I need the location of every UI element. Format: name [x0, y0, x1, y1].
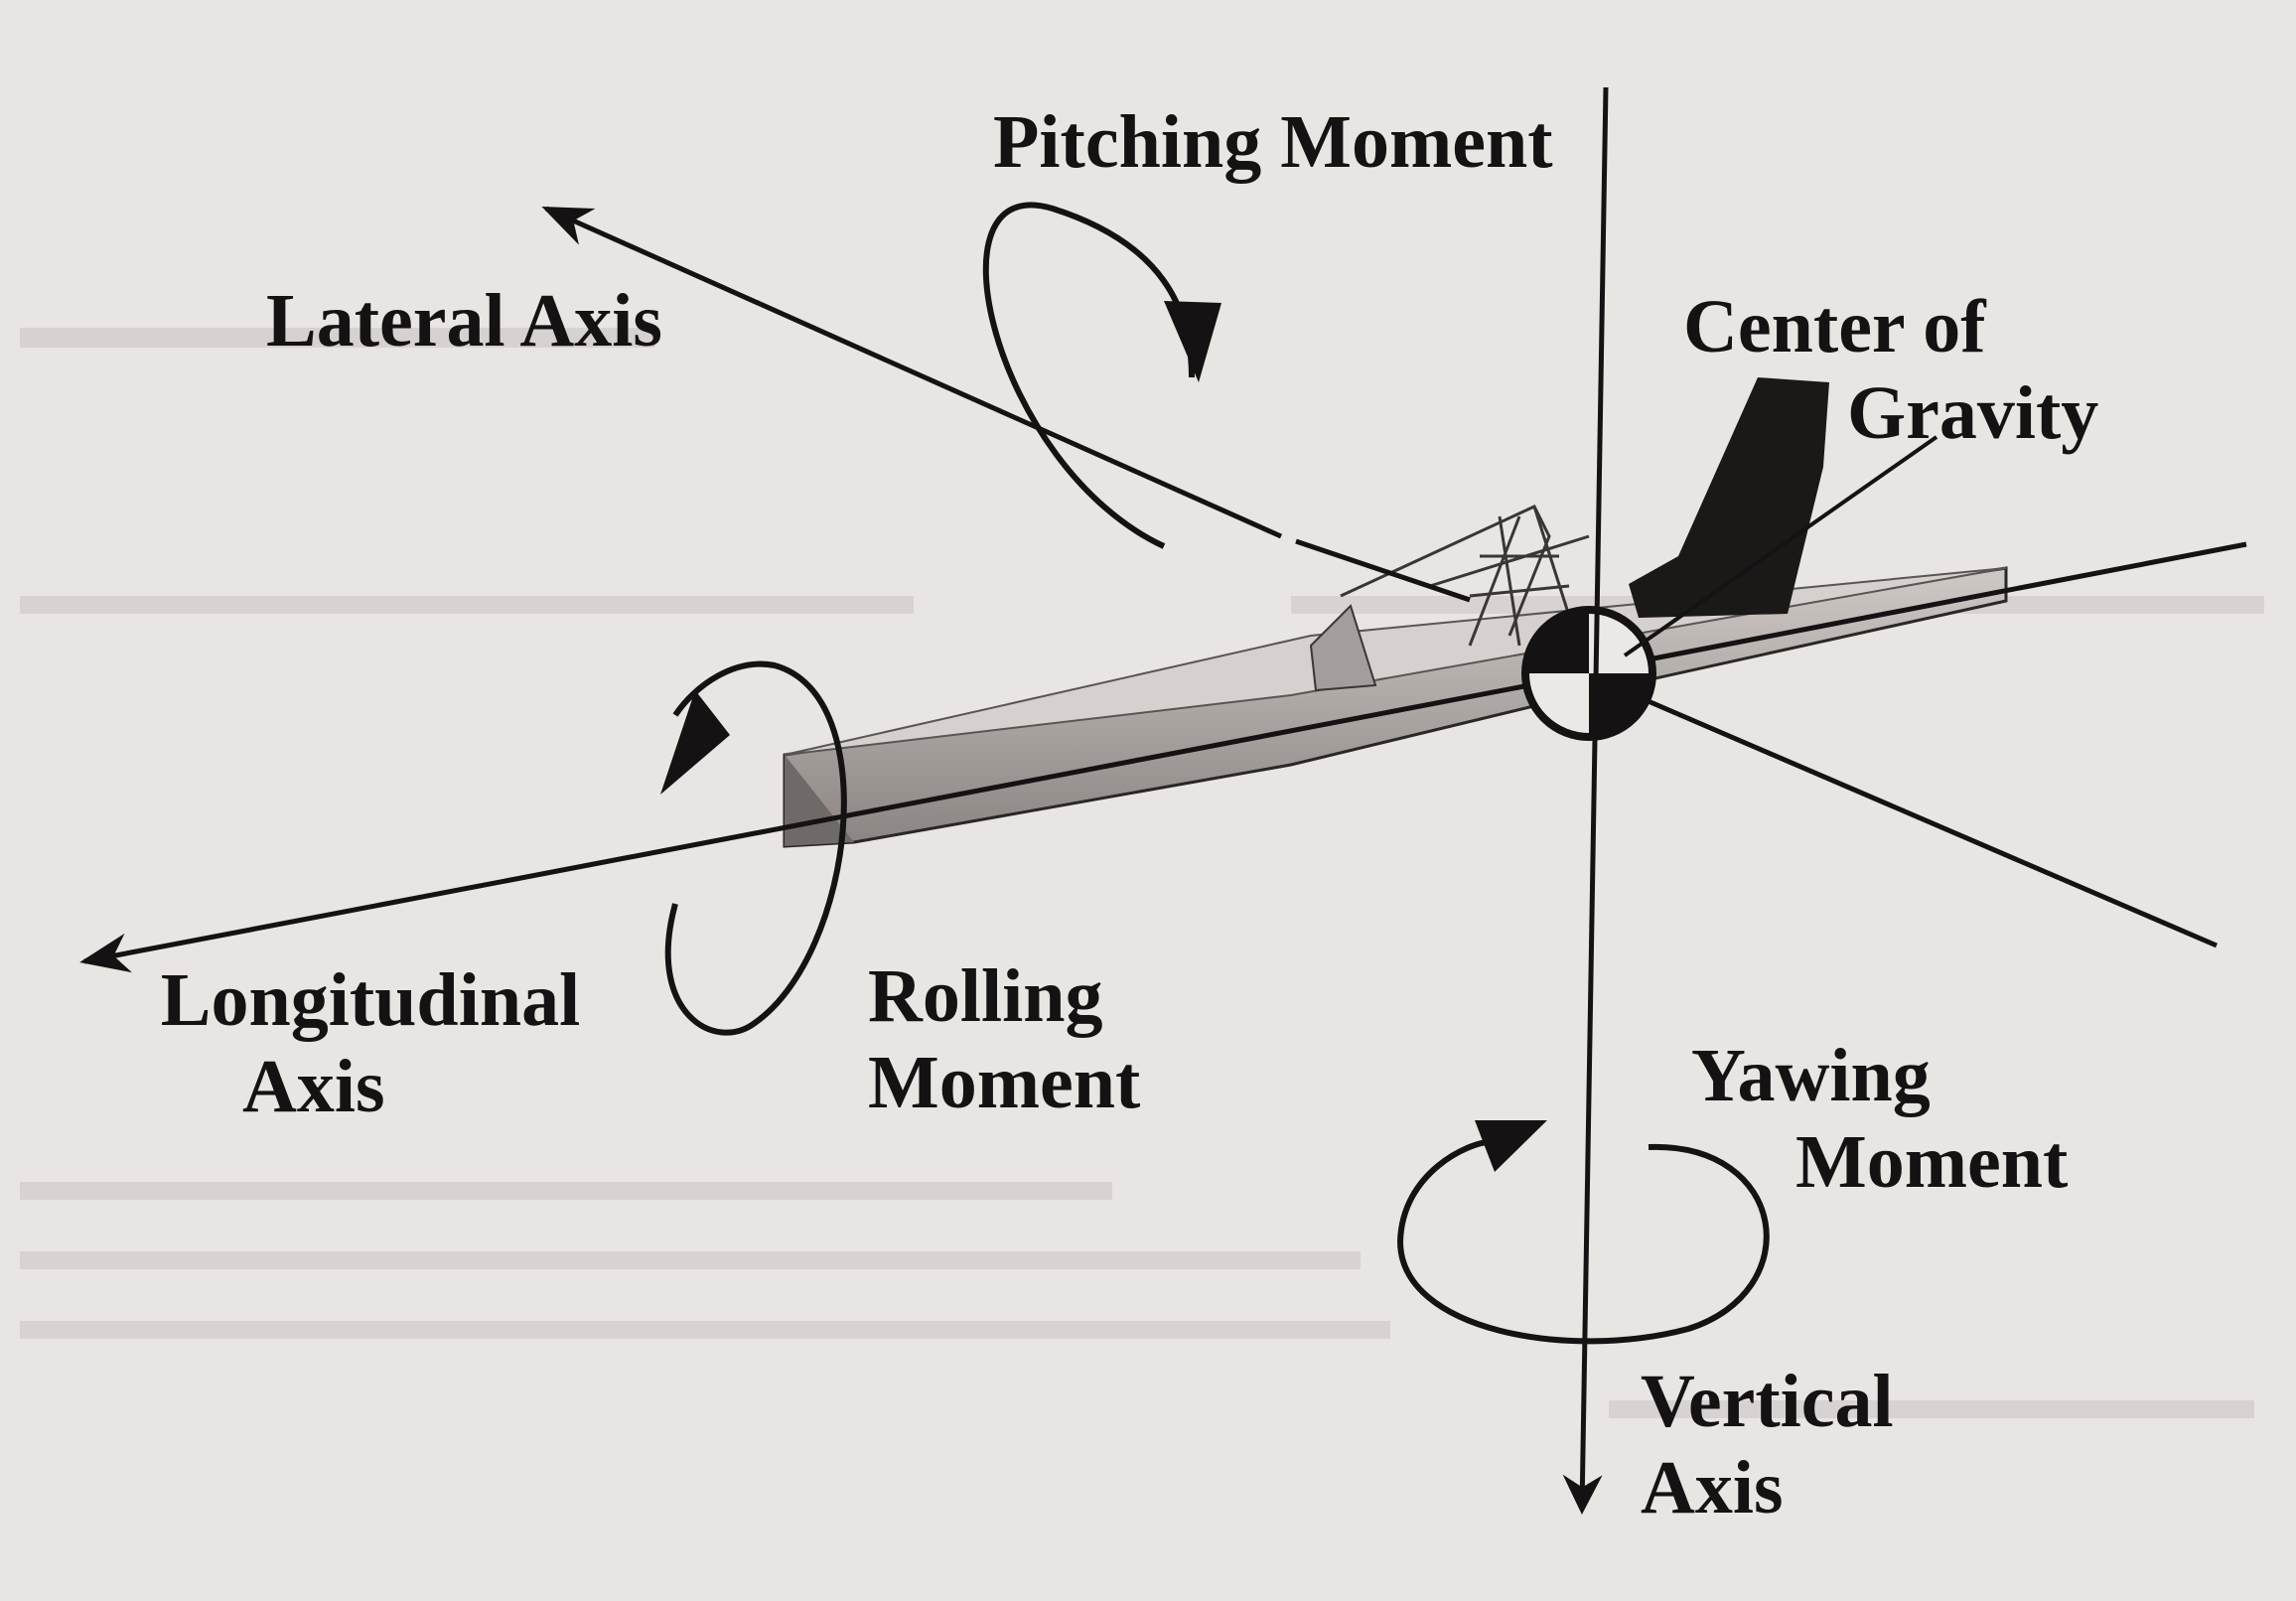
cg-quadrant — [1525, 610, 1589, 673]
rolling-moment-label: Rolling Moment — [868, 953, 1140, 1127]
vertical-axis-label-line2: Axis — [1641, 1446, 1784, 1530]
rolling-moment-label-line1: Rolling — [868, 954, 1103, 1038]
yawing-moment-label-line1: Yawing — [1691, 1034, 1931, 1117]
vertical-axis-line — [1562, 86, 1609, 1515]
longitudinal-axis-line — [79, 682, 1530, 973]
pilot-seat — [1629, 377, 1829, 618]
show-through-line — [1609, 1400, 2254, 1418]
lateral-axis-line-near — [1295, 538, 1471, 603]
wing-fin — [1309, 604, 1377, 692]
wire-frame — [1340, 505, 1590, 647]
yawing-moment-arrowhead — [1475, 1120, 1547, 1172]
show-through-text — [20, 328, 2264, 1418]
yawing-moment-label-line2: Moment — [1795, 1120, 2069, 1205]
yawing-moment-label: Yawing Moment — [1691, 1033, 2068, 1207]
wing-model — [783, 377, 2008, 848]
show-through-line — [20, 1182, 1112, 1200]
longitudinal-axis-label-line1: Longitudinal — [160, 958, 581, 1042]
longitudinal-axis-label-line2: Axis — [242, 1045, 385, 1129]
lateral-axis-line-far — [1643, 696, 2218, 948]
cg-leader-line — [1623, 435, 1938, 657]
longitudinal-axis-line-far — [1648, 541, 2247, 662]
show-through-line — [20, 1321, 1390, 1339]
pitching-moment-label: Pitching Moment — [993, 100, 1553, 184]
vertical-axis-label: Vertical Axis — [1641, 1359, 1894, 1532]
center-of-gravity-symbol — [1521, 606, 1656, 741]
rolling-moment-arc — [664, 660, 847, 1036]
center-of-gravity-label-line2: Gravity — [1847, 371, 2099, 456]
show-through-line — [20, 328, 655, 348]
vertical-axis-label-line1: Vertical — [1641, 1360, 1894, 1443]
show-through-line — [20, 596, 914, 614]
show-through-line — [20, 1251, 1361, 1269]
rolling-moment-arrowhead — [660, 690, 730, 795]
rolling-moment-label-line2: Moment — [868, 1041, 1141, 1125]
pitching-moment-arc — [982, 202, 1195, 549]
lateral-axis-line — [541, 206, 1283, 539]
center-of-gravity-label: Center of Gravity — [1683, 284, 2098, 458]
lateral-axis-label: Lateral Axis — [266, 279, 662, 363]
center-of-gravity-label-line1: Center of — [1683, 285, 1986, 368]
cg-quadrant — [1589, 673, 1652, 737]
yawing-moment-arc — [1396, 1139, 1770, 1345]
pitching-moment-arrowhead — [1164, 301, 1221, 382]
longitudinal-axis-label: Longitudinal Axis — [147, 957, 594, 1131]
